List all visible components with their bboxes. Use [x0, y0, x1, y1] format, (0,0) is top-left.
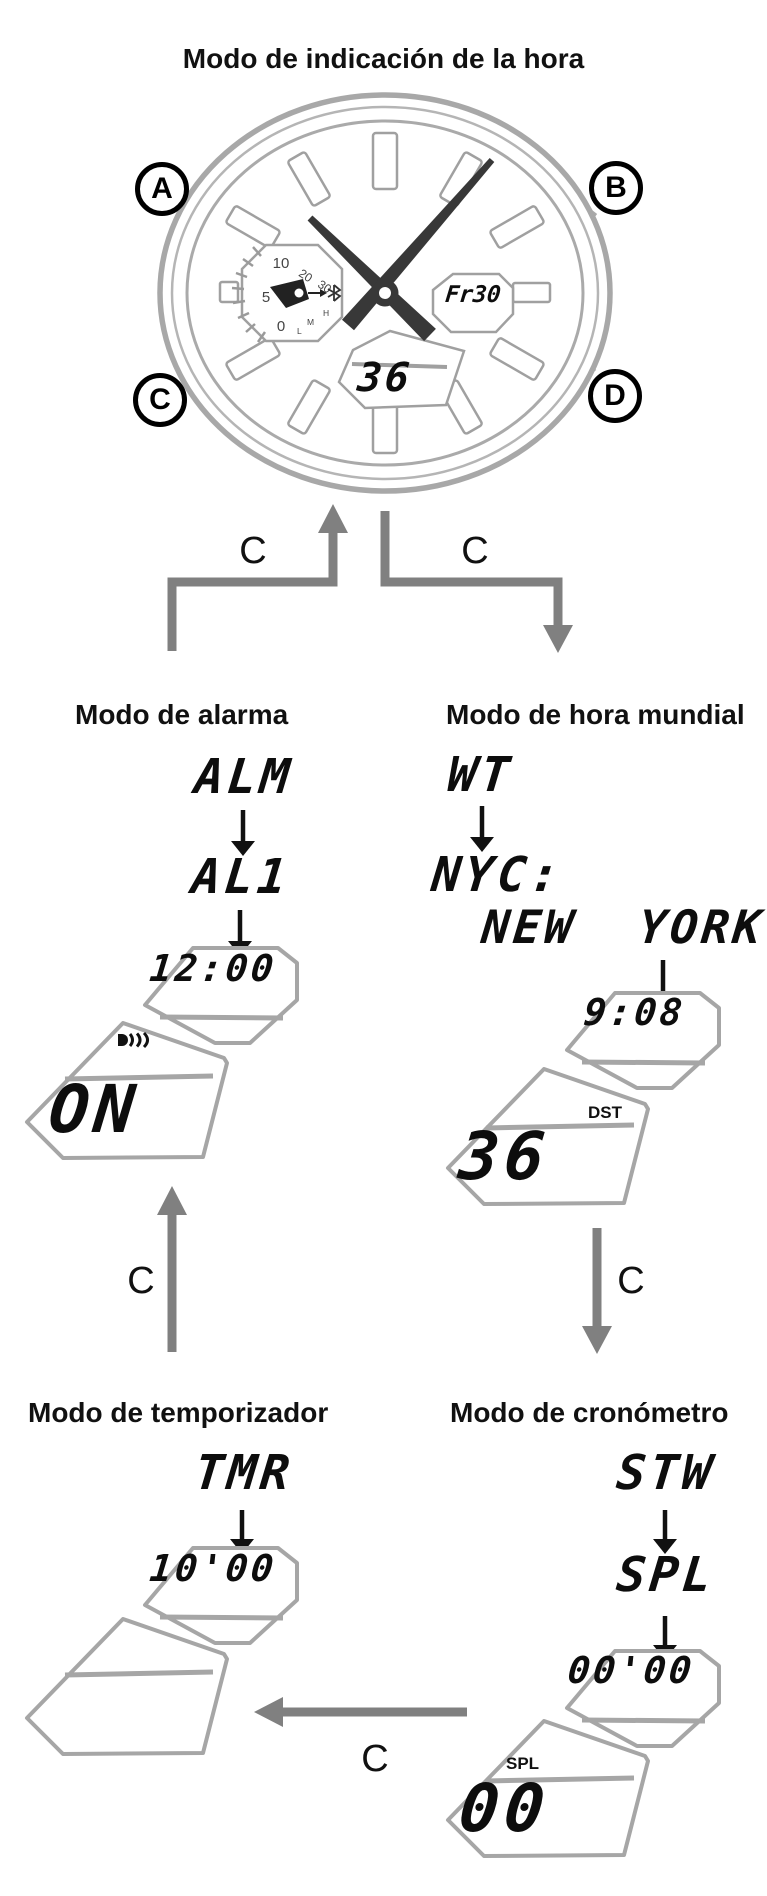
arrow-down-icon — [231, 841, 255, 856]
watch-subdial: 10 20 30 5 0 L M H — [231, 243, 344, 343]
subdial-hand-hub — [294, 288, 304, 298]
connector-time-to-world — [380, 511, 563, 639]
alarm-time-value: 12:00 — [147, 947, 279, 990]
arrowhead-down-icon — [582, 1326, 612, 1354]
mode-connectors — [167, 511, 602, 1717]
connector-alarm-to-time — [167, 519, 338, 651]
subdial-pointer-head — [320, 289, 327, 297]
timer-mode-title: Modo de temporizador — [28, 1397, 329, 1428]
alarm-mode-code: ALM — [191, 749, 297, 805]
day-lcd-window — [431, 272, 515, 334]
arrow-down-icon — [470, 837, 494, 852]
alarm-status-panel — [25, 1021, 229, 1160]
world-city-code: NYC: — [429, 847, 566, 903]
page-title: Modo de indicación de la hora — [182, 43, 585, 74]
watch-dial-ring — [185, 119, 585, 467]
c-press-label: C — [361, 1738, 389, 1780]
c-press-label: C — [239, 530, 267, 572]
button-b-label: B — [605, 171, 627, 204]
timer-time-value: 10'00 — [147, 1547, 279, 1590]
world-seconds-panel — [446, 1067, 650, 1206]
alarm-mode-title: Modo de alarma — [75, 699, 289, 730]
world-city-name: NEW YORK — [479, 900, 767, 954]
arrowhead-down-icon — [543, 625, 573, 653]
world-time-mode-title: Modo de hora mundial — [446, 699, 745, 730]
arrow-down-icon — [653, 1539, 677, 1554]
c-press-label: C — [461, 530, 489, 572]
c-press-label: C — [127, 1260, 155, 1302]
subdial-tick-marks — [231, 246, 267, 343]
alarm-on-icon — [116, 1031, 158, 1049]
hour-markers — [218, 131, 552, 455]
subdial-label-10: 10 — [273, 255, 290, 272]
seconds-lcd-window — [337, 329, 466, 410]
stopwatch-split-panel — [446, 1719, 650, 1858]
button-c: C — [133, 373, 187, 427]
arrowhead-up-icon — [318, 504, 348, 533]
timer-mode-code: TMR — [191, 1445, 297, 1501]
subdial-label-low: L — [297, 326, 302, 336]
subdial-label-5: 5 — [262, 289, 270, 306]
alarm-number: AL1 — [188, 849, 294, 905]
timer-blank-panel — [25, 1617, 229, 1756]
world-time-value: 9:08 — [581, 991, 688, 1034]
stopwatch-mode-title: Modo de cronómetro — [450, 1397, 729, 1428]
watch-seconds-display: 36 — [355, 355, 415, 401]
world-time-code: WT — [445, 747, 517, 803]
watch-bezel-outline — [170, 105, 600, 481]
subdial-label-0: 0 — [277, 318, 285, 335]
button-b: B — [589, 161, 643, 215]
hands-hub-center — [379, 287, 391, 299]
button-d: D — [588, 369, 642, 423]
arrowhead-left-icon — [254, 1697, 283, 1727]
stopwatch-mode-code: STW — [613, 1445, 719, 1501]
subdial-label-high: H — [323, 308, 329, 318]
watch-illustration: 10 20 30 5 0 L M H — [157, 92, 613, 494]
button-c-label: C — [149, 383, 171, 416]
button-a-label: A — [151, 172, 173, 205]
button-a: A — [135, 162, 189, 216]
world-seconds-value: 36 — [455, 1118, 554, 1195]
watch-day-display: Fr30 — [443, 282, 503, 308]
c-press-label: C — [617, 1260, 645, 1302]
subdial-label-mid: M — [307, 317, 314, 327]
button-d-label: D — [604, 379, 626, 412]
mode-connector-arrowheads — [157, 504, 612, 1727]
step-arrows — [237, 806, 668, 1646]
hour-hand — [307, 215, 436, 342]
dst-indicator: DST — [588, 1103, 622, 1122]
subdial-hand — [270, 279, 309, 308]
spl-indicator: SPL — [506, 1754, 540, 1773]
lcd-panel-dividers — [64, 1014, 706, 1784]
stopwatch-split-value: 00 — [455, 1770, 554, 1847]
arrowhead-up-icon — [157, 1186, 187, 1215]
bluetooth-icon — [327, 284, 342, 302]
alarm-status-value: ON — [45, 1071, 144, 1148]
stopwatch-time-value: 00'00 — [565, 1649, 697, 1692]
stopwatch-split-code: SPL — [613, 1547, 719, 1603]
